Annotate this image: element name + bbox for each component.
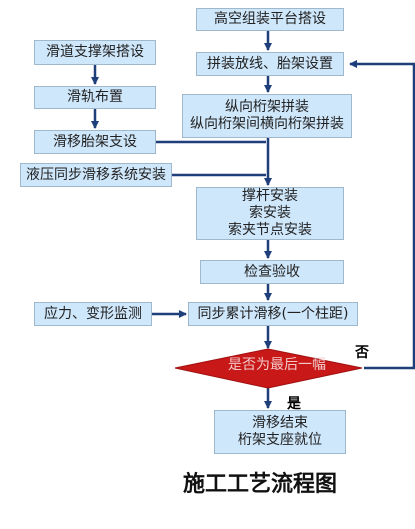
node-strut-cable-install: 撑杆安装 索安装 索夹节点安装 xyxy=(196,187,344,240)
node-slide-end: 滑移结束 桁架支座就位 xyxy=(214,410,346,454)
node-strut-cable-line1: 撑杆安装 xyxy=(242,188,298,204)
node-strut-cable-line3: 索夹节点安装 xyxy=(228,222,312,238)
side-rail-layout-label: 滑轨布置 xyxy=(67,89,123,105)
node-truss-assembly-line2: 纵向桁架间横向桁架拼装 xyxy=(190,116,344,132)
node-strut-cable-line2: 索安装 xyxy=(249,205,291,221)
node-truss-assembly-line1: 纵向桁架拼装 xyxy=(225,99,309,115)
side-slideway-support: 滑道支撑架搭设 xyxy=(34,40,156,65)
side-stress-monitoring-label: 应力、变形监测 xyxy=(44,305,142,322)
node-layout-jig-label: 拼装放线、胎架设置 xyxy=(207,55,333,72)
side-slide-jig-label: 滑移胎架支设 xyxy=(53,133,137,150)
side-slide-jig: 滑移胎架支设 xyxy=(34,130,156,154)
node-sync-slide-label: 同步累计滑移(一个柱距) xyxy=(197,305,349,322)
decision-label: 是否为最后一幅 xyxy=(228,357,326,373)
node-layout-jig: 拼装放线、胎架设置 xyxy=(196,52,344,76)
node-inspection-label: 检查验收 xyxy=(244,263,300,280)
branch-no-label: 否 xyxy=(355,345,369,361)
decision-diamond xyxy=(174,348,363,389)
node-platform-setup: 高空组装平台搭设 xyxy=(196,8,344,31)
side-hydraulic-system: 液压同步滑移系统安装 xyxy=(20,163,172,187)
side-stress-monitoring: 应力、变形监测 xyxy=(34,302,152,326)
node-platform-setup-label: 高空组装平台搭设 xyxy=(214,11,326,27)
node-inspection: 检查验收 xyxy=(200,260,344,284)
node-sync-slide: 同步累计滑移(一个柱距) xyxy=(188,302,358,326)
side-rail-layout: 滑轨布置 xyxy=(34,86,156,109)
node-slide-end-line2: 桁架支座就位 xyxy=(238,432,322,448)
arrow-no-loop xyxy=(349,60,415,370)
diagram-title: 施工工艺流程图 xyxy=(182,471,337,497)
node-truss-assembly: 纵向桁架拼装 纵向桁架间横向桁架拼装 xyxy=(182,94,352,138)
side-hydraulic-system-label: 液压同步滑移系统安装 xyxy=(26,166,166,183)
node-slide-end-line1: 滑移结束 xyxy=(252,415,308,431)
side-slideway-support-label: 滑道支撑架搭设 xyxy=(46,44,144,60)
branch-yes-label: 是 xyxy=(287,396,301,412)
